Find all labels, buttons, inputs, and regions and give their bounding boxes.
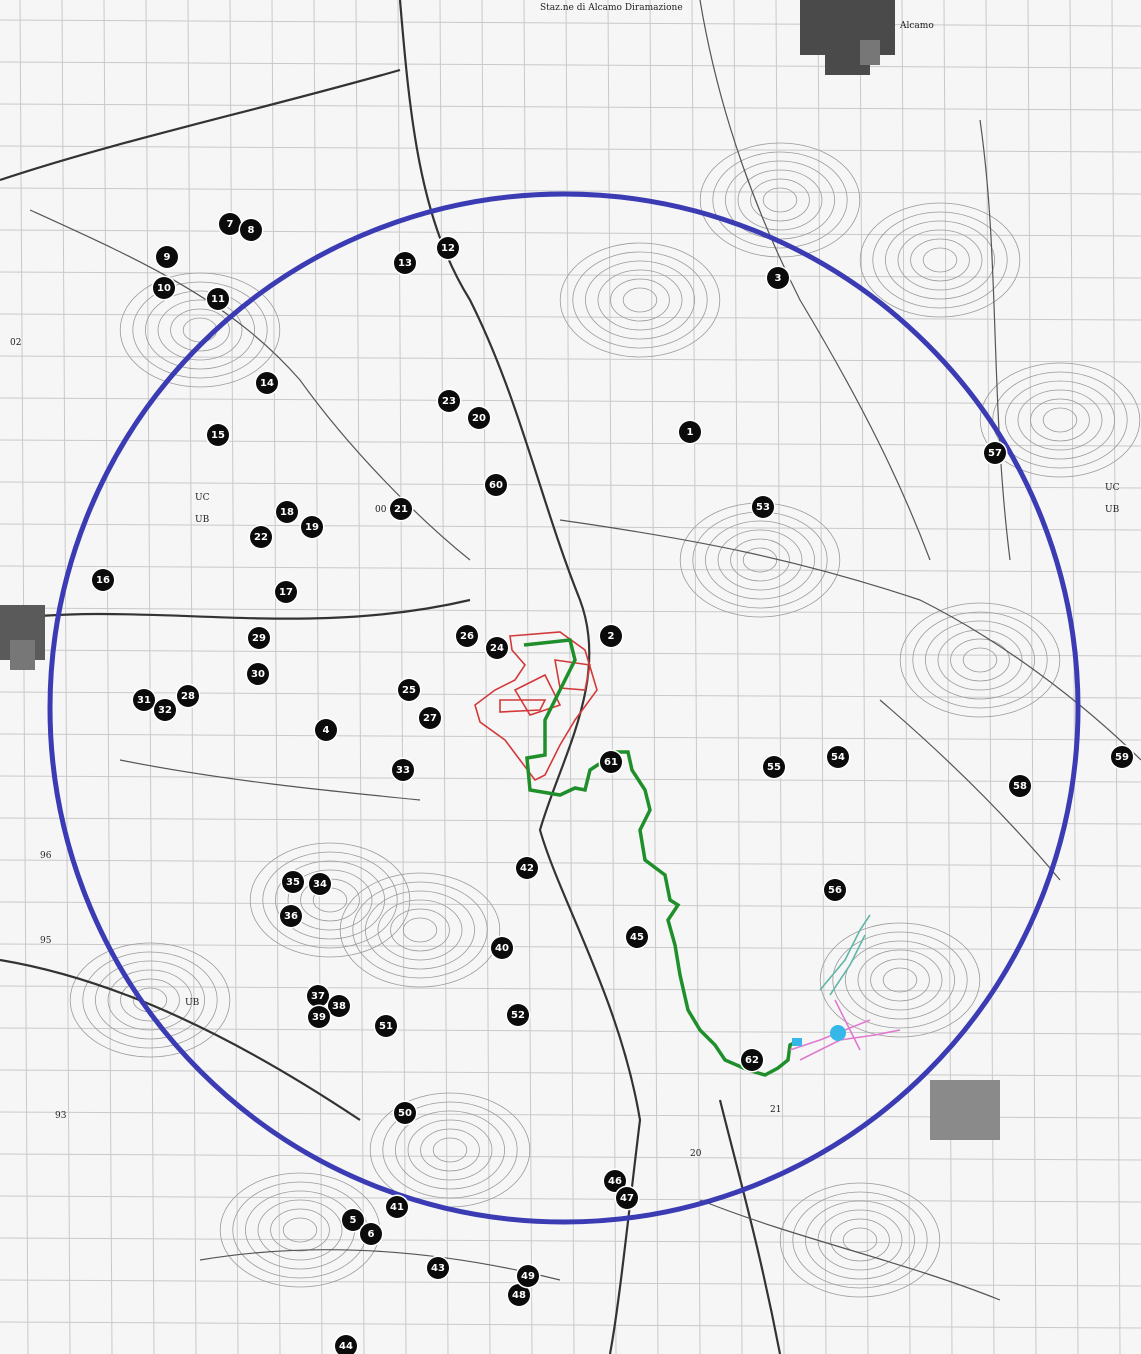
receptor-marker[interactable]: 27: [419, 707, 441, 729]
receptor-marker[interactable]: 60: [485, 474, 507, 496]
receptor-marker[interactable]: 55: [763, 756, 785, 778]
receptor-marker[interactable]: 40: [491, 937, 513, 959]
receptor-marker[interactable]: 51: [375, 1015, 397, 1037]
receptor-marker[interactable]: 4: [315, 719, 337, 741]
receptor-marker[interactable]: 41: [386, 1196, 408, 1218]
receptor-marker[interactable]: 36: [280, 905, 302, 927]
receptor-marker[interactable]: 19: [301, 516, 323, 538]
receptor-marker[interactable]: 56: [824, 879, 846, 901]
buffer-circle: [47, 191, 1081, 1225]
receptor-marker[interactable]: 59: [1111, 746, 1133, 768]
receptor-marker[interactable]: 32: [154, 699, 176, 721]
station-label: Staz.ne di Alcamo Diramazione: [540, 3, 683, 13]
grid-coordinate-label: 96: [40, 851, 52, 861]
receptor-marker[interactable]: 53: [752, 496, 774, 518]
receptor-marker[interactable]: 52: [507, 1004, 529, 1026]
receptor-marker[interactable]: 33: [392, 759, 414, 781]
receptor-marker[interactable]: 15: [207, 424, 229, 446]
receptor-marker[interactable]: 29: [248, 627, 270, 649]
receptor-marker[interactable]: 3: [767, 267, 789, 289]
project-area: [474, 631, 598, 782]
grid-zone-label: UB: [1105, 505, 1120, 515]
receptor-marker[interactable]: 42: [516, 857, 538, 879]
receptor-marker[interactable]: 6: [360, 1223, 382, 1245]
receptor-marker[interactable]: 39: [308, 1006, 330, 1028]
grid-coordinate-label: 21: [770, 1105, 781, 1115]
receptor-marker[interactable]: 20: [468, 407, 490, 429]
receptor-marker[interactable]: 14: [256, 372, 278, 394]
receptor-marker[interactable]: 46: [604, 1170, 626, 1192]
grid-coordinate-label: 00: [375, 505, 387, 515]
grid-zone-label: UC: [195, 493, 210, 503]
receptor-marker[interactable]: 9: [156, 246, 178, 268]
receptor-marker[interactable]: 38: [328, 995, 350, 1017]
receptor-marker[interactable]: 13: [394, 252, 416, 274]
receptor-marker[interactable]: 50: [394, 1102, 416, 1124]
cable-route: [523, 638, 801, 1077]
receptor-marker[interactable]: 44: [335, 1335, 357, 1354]
receptor-marker[interactable]: 11: [207, 288, 229, 310]
receptor-marker[interactable]: 43: [427, 1257, 449, 1279]
receptor-marker[interactable]: 28: [177, 685, 199, 707]
receptor-marker[interactable]: 47: [616, 1187, 638, 1209]
grid-zone-label: UC: [1105, 483, 1120, 493]
substation: [792, 1025, 846, 1046]
city-label: Alcamo: [899, 21, 934, 31]
receptor-marker[interactable]: 49: [517, 1265, 539, 1287]
receptor-marker[interactable]: 8: [240, 219, 262, 241]
receptor-marker[interactable]: 18: [276, 501, 298, 523]
receptor-marker[interactable]: 23: [438, 390, 460, 412]
receptor-marker[interactable]: 45: [626, 926, 648, 948]
receptor-marker[interactable]: 10: [153, 277, 175, 299]
receptor-marker[interactable]: 25: [398, 679, 420, 701]
grid-coordinate-label: 02: [10, 338, 21, 348]
receptor-marker[interactable]: 34: [309, 873, 331, 895]
receptor-marker[interactable]: 26: [456, 625, 478, 647]
receptor-marker[interactable]: 37: [307, 985, 329, 1007]
grid-coordinate-label: 93: [55, 1111, 67, 1121]
receptor-marker[interactable]: 5: [342, 1209, 364, 1231]
grid-coordinate-label: 95: [40, 936, 52, 946]
receptor-marker[interactable]: 62: [741, 1049, 763, 1071]
receptor-marker[interactable]: 48: [508, 1284, 530, 1306]
receptor-marker[interactable]: 30: [247, 663, 269, 685]
grid-zone-label: UB: [185, 998, 200, 1008]
receptor-marker[interactable]: 17: [275, 581, 297, 603]
grid-zone-label: UB: [195, 515, 210, 525]
receptor-marker[interactable]: 2: [600, 625, 622, 647]
receptor-marker[interactable]: 1: [679, 421, 701, 443]
receptor-marker[interactable]: 61: [600, 751, 622, 773]
receptor-marker[interactable]: 31: [133, 689, 155, 711]
receptor-marker[interactable]: 54: [827, 746, 849, 768]
grid-coordinate-label: 20: [690, 1149, 702, 1159]
receptor-marker[interactable]: 7: [219, 213, 241, 235]
receptor-marker[interactable]: 21: [390, 498, 412, 520]
receptor-marker[interactable]: 12: [437, 237, 459, 259]
receptor-marker[interactable]: 16: [92, 569, 114, 591]
receptor-marker[interactable]: 58: [1009, 775, 1031, 797]
receptor-marker[interactable]: 22: [250, 526, 272, 548]
receptor-marker[interactable]: 35: [282, 871, 304, 893]
receptor-marker[interactable]: 24: [486, 637, 508, 659]
receptor-marker[interactable]: 57: [984, 442, 1006, 464]
